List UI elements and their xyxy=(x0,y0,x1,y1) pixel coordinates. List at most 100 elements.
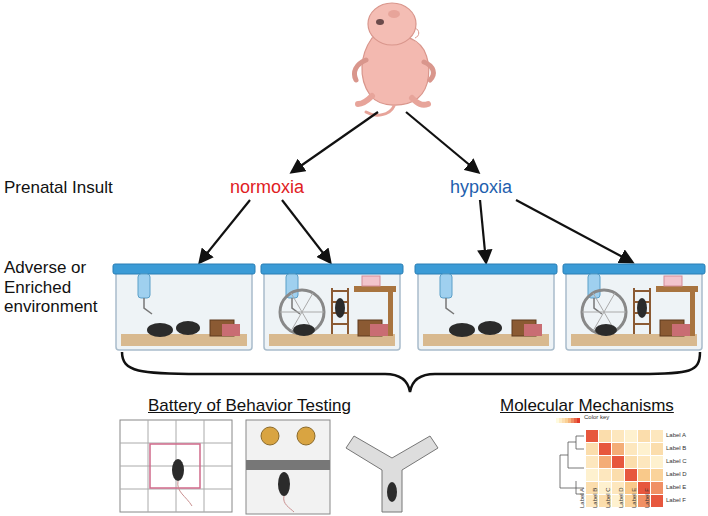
ellipse-shape xyxy=(293,324,315,336)
rect-shape xyxy=(625,443,637,455)
g-shape xyxy=(563,264,705,350)
heatmap-row-label: Label F xyxy=(666,497,702,504)
rect-shape xyxy=(138,274,150,298)
rect-shape xyxy=(563,264,705,274)
ellipse-shape xyxy=(637,298,647,318)
brace xyxy=(122,352,700,392)
row-label: Prenatal Insult xyxy=(4,178,144,198)
rect-shape xyxy=(599,443,611,455)
path-shape xyxy=(604,293,615,312)
path-shape xyxy=(347,288,349,334)
rect-shape xyxy=(388,292,393,336)
rect-shape xyxy=(332,290,348,292)
rect-shape xyxy=(651,482,663,494)
ellipse-shape xyxy=(595,324,617,336)
heatmap-row-label: Label D xyxy=(666,471,702,478)
rect-shape xyxy=(440,274,452,298)
ellipse-shape xyxy=(368,3,416,45)
path-shape xyxy=(604,312,626,313)
rect-shape xyxy=(556,418,559,423)
arrow xyxy=(516,200,632,262)
rect-shape xyxy=(524,324,542,336)
rect-shape xyxy=(362,276,380,286)
ellipse-shape xyxy=(376,19,384,25)
rect-shape xyxy=(264,268,400,350)
ellipse-shape xyxy=(176,321,200,335)
rect-shape xyxy=(638,469,650,481)
path-shape xyxy=(649,288,651,334)
path-shape xyxy=(346,436,438,512)
arrow xyxy=(480,200,486,262)
path-shape xyxy=(302,293,313,312)
rect-shape xyxy=(625,430,637,442)
ellipse-shape xyxy=(147,323,173,337)
rect-shape xyxy=(651,495,663,507)
rect-shape xyxy=(586,430,598,442)
rect-shape xyxy=(577,418,580,423)
ellipse-shape xyxy=(449,323,475,337)
rect-shape xyxy=(612,469,624,481)
heatmap-row-label: Label A xyxy=(666,432,702,439)
rect-shape xyxy=(651,469,663,481)
path-shape xyxy=(412,98,428,105)
rect-shape xyxy=(599,456,611,468)
ellipse-shape xyxy=(278,472,290,496)
rect-shape xyxy=(586,443,598,455)
rect-shape xyxy=(634,323,650,325)
rect-shape xyxy=(656,286,698,292)
rect-shape xyxy=(354,286,396,292)
g-shape xyxy=(415,264,557,350)
heatmap-col-label: Label F xyxy=(644,488,651,508)
rect-shape xyxy=(638,430,650,442)
rect-shape xyxy=(638,456,650,468)
row-label: Adverse or Enriched environment xyxy=(4,258,108,317)
ellipse-shape xyxy=(335,298,345,318)
rect-shape xyxy=(634,290,650,292)
heatmap-col-label: Label C xyxy=(605,487,612,508)
heatmap-col-label: Label B xyxy=(592,488,599,508)
path-shape xyxy=(144,298,152,314)
heatmap-col-label: Label D xyxy=(618,487,625,508)
rect-shape xyxy=(246,420,330,514)
ellipse-shape xyxy=(388,10,400,18)
path-shape xyxy=(178,481,192,506)
path-shape xyxy=(560,436,584,494)
path-shape xyxy=(446,298,454,314)
arrow xyxy=(200,200,250,262)
rect-shape xyxy=(612,456,624,468)
rect-shape xyxy=(566,268,702,350)
path-shape xyxy=(284,496,294,512)
rect-shape xyxy=(246,460,330,470)
rect-shape xyxy=(651,456,663,468)
pup-illustration xyxy=(354,3,433,115)
rect-shape xyxy=(332,323,348,325)
rect-shape xyxy=(113,264,255,274)
cages xyxy=(113,264,705,350)
rect-shape xyxy=(612,443,624,455)
path-shape xyxy=(633,288,635,334)
path-shape xyxy=(424,62,433,80)
g-shape xyxy=(113,264,255,350)
condition-label: hypoxia xyxy=(450,177,550,198)
path-shape xyxy=(280,312,302,313)
path-shape xyxy=(366,106,394,115)
rect-shape xyxy=(625,469,637,481)
heatmap xyxy=(556,418,663,507)
rect-shape xyxy=(116,268,252,350)
rect-shape xyxy=(150,444,200,488)
key-label: Color key xyxy=(584,414,624,421)
rect-shape xyxy=(559,418,562,423)
heatmap-row-label: Label E xyxy=(666,484,702,491)
rect-shape xyxy=(568,418,571,423)
rect-shape xyxy=(418,268,554,350)
path-shape xyxy=(302,312,324,313)
heatmap-row-label: Label C xyxy=(666,458,702,465)
rect-shape xyxy=(120,420,232,512)
rect-shape xyxy=(222,324,240,336)
rect-shape xyxy=(625,456,637,468)
ellipse-shape xyxy=(478,321,502,335)
section-heading: Battery of Behavior Testing xyxy=(148,396,408,416)
rect-shape xyxy=(586,456,598,468)
heatmap-row-label: Label B xyxy=(666,445,702,452)
